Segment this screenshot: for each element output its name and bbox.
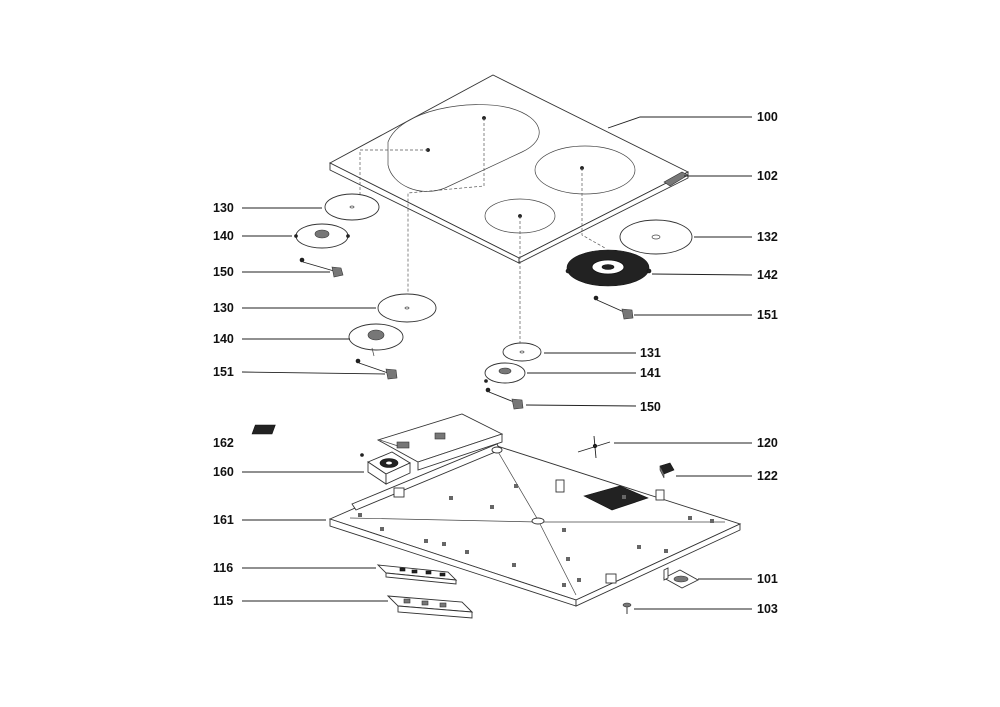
- cooling-fan-160: [360, 451, 411, 485]
- callout-160: 160: [213, 465, 234, 479]
- heating-element-132: [619, 219, 693, 255]
- heating-element-140-lower: [348, 323, 404, 357]
- callout-116: 116: [213, 561, 233, 575]
- screw-150-right: [485, 387, 524, 410]
- screw-150-left: [299, 257, 344, 278]
- screw-103: [622, 602, 632, 614]
- bracket-101: [663, 567, 699, 589]
- leader-lines: [241, 116, 753, 610]
- callout-100: 100: [757, 110, 778, 124]
- callout-labels: 100 102 132 142 151 131 141 150 120 122 …: [213, 110, 778, 616]
- callout-102: 102: [757, 169, 778, 183]
- callout-103: 103: [757, 602, 778, 616]
- callout-150-left: 150: [213, 265, 234, 279]
- callout-131: 131: [640, 346, 661, 360]
- induction-coil-142: [565, 249, 652, 287]
- heating-element-130-upper: [324, 193, 380, 221]
- callout-150-right: 150: [640, 400, 661, 414]
- heating-element-140-upper: [294, 223, 350, 249]
- keypad-board-116: [376, 564, 458, 585]
- callout-140-upper: 140: [213, 229, 234, 243]
- heating-element-141: [484, 362, 526, 384]
- callout-130-lower: 130: [213, 301, 234, 315]
- connector-122: [659, 462, 675, 479]
- callout-130-upper: 130: [213, 201, 234, 215]
- callout-132: 132: [757, 230, 778, 244]
- heating-element-131: [502, 342, 542, 362]
- assembly-guide-lines: [359, 118, 606, 345]
- callout-140-lower: 140: [213, 332, 234, 346]
- heating-element-130-lower: [377, 293, 437, 323]
- callout-151-right: 151: [757, 308, 778, 322]
- callout-161: 161: [213, 513, 234, 527]
- frame-clip-102: [663, 171, 689, 187]
- keypad-frame-115: [386, 595, 474, 619]
- control-board-162: [251, 413, 504, 471]
- callout-142: 142: [757, 268, 778, 282]
- callout-122: 122: [757, 469, 778, 483]
- bottom-housing-161: [328, 443, 742, 607]
- sensor-120: [577, 435, 611, 459]
- screw-151-left: [355, 358, 398, 380]
- callout-151-left: 151: [213, 365, 234, 379]
- callout-101: 101: [757, 572, 778, 586]
- callout-162: 162: [213, 436, 234, 450]
- callout-120: 120: [757, 436, 778, 450]
- callout-141: 141: [640, 366, 661, 380]
- callout-115: 115: [213, 594, 233, 608]
- screw-151-right: [593, 295, 634, 320]
- glass-top-100: [329, 74, 690, 264]
